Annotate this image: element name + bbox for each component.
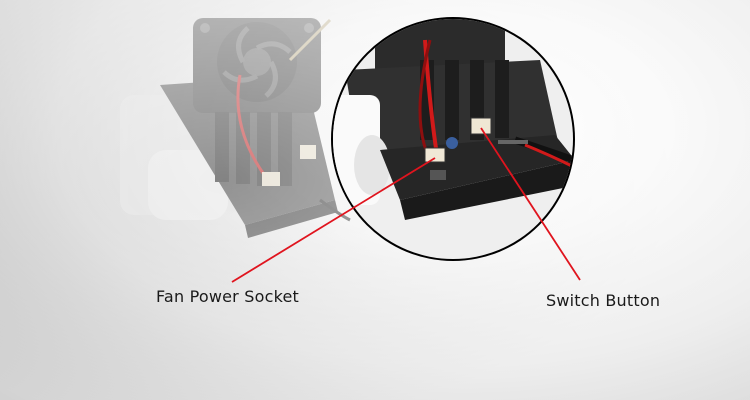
fan-power-socket-label: Fan Power Socket xyxy=(156,287,299,306)
fan-socket-callout-line xyxy=(231,157,436,283)
switch-button-part xyxy=(470,117,492,135)
switch-button-label: Switch Button xyxy=(546,291,661,310)
zoom-inset xyxy=(331,17,575,261)
switch-callout-line xyxy=(480,127,581,281)
fan-power-socket xyxy=(424,147,446,163)
faded-esc-device xyxy=(120,18,351,238)
